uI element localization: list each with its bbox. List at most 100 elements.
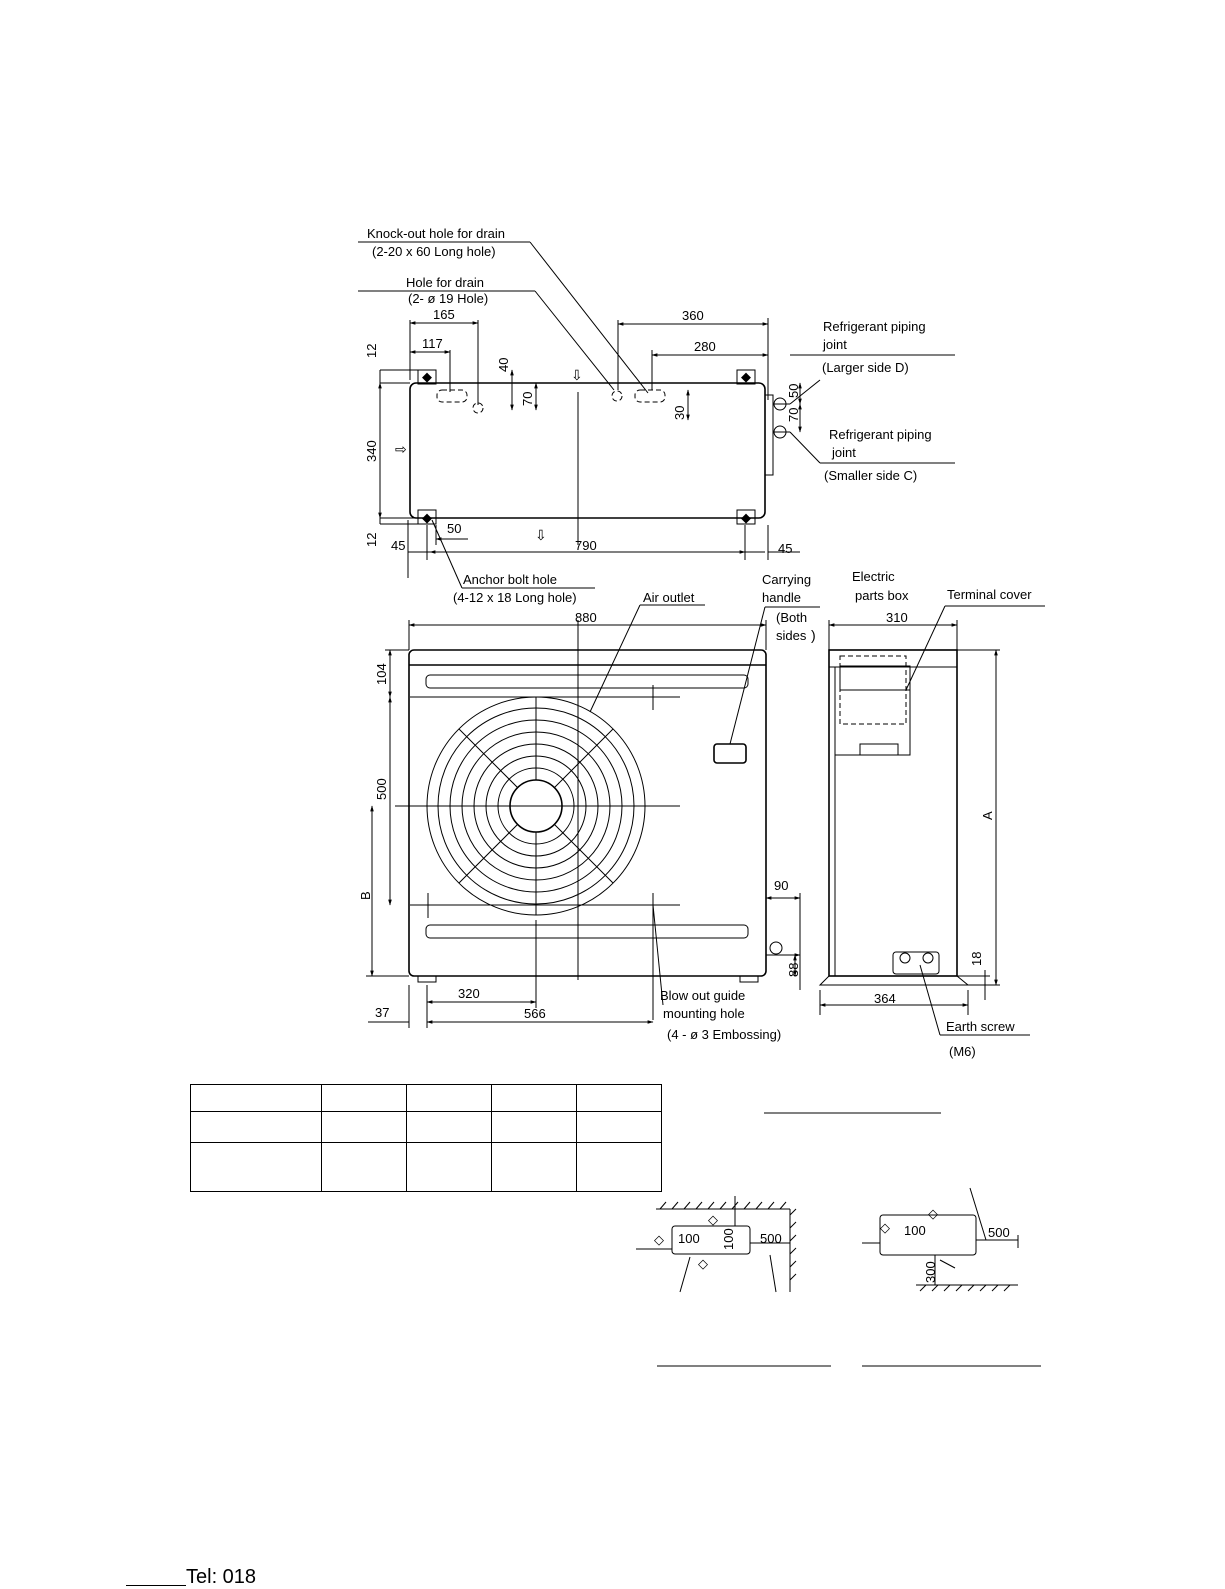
dim-a: A: [980, 811, 995, 820]
air-outlet-label: Air outlet: [643, 590, 695, 605]
side-view: Electric parts box Terminal cover 310 A …: [818, 569, 1045, 1059]
table-cell: [321, 1142, 407, 1192]
svg-text:◆: ◆: [422, 369, 432, 384]
airflow-arrow-icon: ◇: [698, 1256, 708, 1271]
electric-2: parts box: [855, 588, 909, 603]
dim-30: 30: [672, 406, 687, 420]
table-cell: [406, 1111, 492, 1143]
install-left-c: 500: [760, 1231, 782, 1246]
table-row: [190, 1084, 662, 1112]
drain-title: Hole for drain: [406, 275, 484, 290]
dim-165: 165: [433, 307, 455, 322]
anchor-sub: (4-12 x 18 Long hole): [453, 590, 577, 605]
dim-18: 18: [969, 952, 984, 966]
install-right-a: 100: [904, 1223, 926, 1238]
table-cell: [576, 1084, 662, 1112]
dim-790: 790: [575, 538, 597, 553]
dim-70b: 70: [786, 408, 801, 422]
dim-280: 280: [694, 339, 716, 354]
dim-88: 88: [786, 963, 801, 977]
ref-c-3: (Smaller side C): [824, 468, 917, 483]
dim-90: 90: [774, 878, 788, 893]
blowout-3: (4 - ø 3 Embossing): [667, 1027, 781, 1042]
table-cell: [491, 1084, 577, 1112]
dim-45a: 45: [391, 538, 405, 553]
dim-50b: 50: [786, 384, 801, 398]
table-row: [190, 1142, 662, 1192]
carrying-3: (Both: [776, 610, 807, 625]
airflow-arrow-icon: ⇩: [571, 367, 583, 383]
table-cell: [406, 1142, 492, 1192]
footer-rule: [126, 1585, 186, 1586]
top-view: ◆ ◆ ◆ ◆ ⇩ ⇨ ⇩: [358, 226, 955, 605]
earth-1: Earth screw: [946, 1019, 1015, 1034]
drain-sub: (2- ø 19 Hole): [408, 291, 488, 306]
install-right-c: 300: [923, 1261, 938, 1283]
table-cell: [321, 1111, 407, 1143]
dim-12a: 12: [364, 344, 379, 358]
dim-310: 310: [886, 610, 908, 625]
table-cell: [576, 1142, 662, 1192]
footer-tel: Tel: 018: [186, 1566, 257, 1588]
carrying-2: handle: [762, 590, 801, 605]
dim-117: 117: [422, 336, 443, 351]
table-cell: [491, 1142, 577, 1192]
earth-2: (M6): [949, 1044, 976, 1059]
airflow-arrow-icon: ◇: [928, 1206, 938, 1221]
carrying-1: Carrying: [762, 572, 811, 587]
table-cell: [321, 1084, 407, 1112]
airflow-arrow-icon: ◇: [880, 1220, 890, 1235]
airflow-arrow-icon: ◇: [708, 1212, 718, 1227]
ref-c-2: joint: [831, 445, 856, 460]
front-view: Air outlet Carrying handle (Both sides )…: [358, 572, 820, 1042]
anchor-title: Anchor bolt hole: [463, 572, 557, 587]
install-diagram-left: ◇ ◇ ◇ 100 100 500: [636, 1196, 797, 1293]
table-cell: [491, 1111, 577, 1143]
dim-360: 360: [682, 308, 704, 323]
carrying-4: sides: [776, 628, 807, 643]
ref-d-3: (Larger side D): [822, 360, 909, 375]
blowout-2: mounting hole: [663, 1006, 745, 1021]
airflow-arrow-icon: ⇨: [395, 441, 407, 457]
dim-45b: 45: [778, 541, 792, 556]
dim-12b: 12: [364, 533, 379, 547]
terminal-cover: Terminal cover: [947, 587, 1032, 602]
knockout-sub: (2-20 x 60 Long hole): [372, 244, 496, 259]
dim-40: 40: [496, 358, 511, 372]
dim-37: 37: [375, 1005, 389, 1020]
dim-500: 500: [374, 778, 389, 800]
table-cell: [576, 1111, 662, 1143]
install-diagram-right: ◇ ◇ 100 500 300: [862, 1187, 1019, 1292]
svg-text:◆: ◆: [741, 369, 751, 384]
table-row: [190, 1111, 662, 1143]
dim-566: 566: [524, 1006, 546, 1021]
install-left-a: 100: [678, 1231, 700, 1246]
dim-364: 364: [874, 991, 896, 1006]
dim-320: 320: [458, 986, 480, 1001]
svg-text:◆: ◆: [741, 510, 751, 525]
carrying-5: ): [811, 627, 816, 643]
spec-table: [190, 1084, 662, 1192]
dim-70a: 70: [520, 392, 535, 406]
electric-1: Electric: [852, 569, 895, 584]
ref-d-1: Refrigerant piping: [823, 319, 926, 334]
blowout-1: Blow out guide: [660, 988, 745, 1003]
airflow-arrow-icon: ⇩: [535, 527, 547, 543]
dim-b: B: [358, 891, 373, 900]
knockout-title: Knock-out hole for drain: [367, 226, 505, 241]
ref-d-2: joint: [822, 337, 847, 352]
table-cell: [190, 1084, 322, 1112]
svg-text:◆: ◆: [422, 510, 432, 525]
dim-104: 104: [374, 663, 389, 685]
table-cell: [190, 1111, 322, 1143]
dim-880: 880: [575, 610, 597, 625]
airflow-arrow-icon: ◇: [654, 1232, 664, 1247]
table-cell: [406, 1084, 492, 1112]
dim-50a: 50: [447, 521, 461, 536]
ref-c-1: Refrigerant piping: [829, 427, 932, 442]
dim-340: 340: [364, 440, 379, 462]
table-cell: [190, 1142, 322, 1192]
install-left-b: 100: [721, 1228, 736, 1250]
install-right-b: 500: [988, 1225, 1010, 1240]
